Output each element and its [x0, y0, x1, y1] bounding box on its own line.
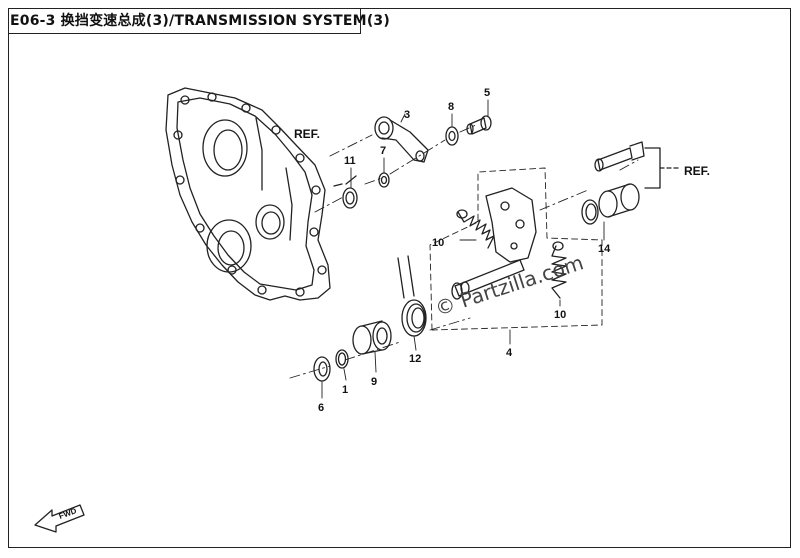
callout-part-7: 7	[380, 145, 386, 157]
callout-part-1: 1	[342, 384, 348, 396]
callout-part-5: 5	[484, 87, 490, 99]
callout-leaders	[321, 99, 605, 399]
callout-part-9: 9	[371, 376, 377, 388]
title-divider	[360, 8, 361, 34]
callout-part-10a: 10	[432, 237, 444, 249]
callout-part-6: 6	[318, 402, 324, 414]
ref-label-left: REF.	[294, 127, 320, 141]
ref-bracket	[644, 147, 661, 189]
washer-part-8	[445, 126, 459, 146]
washer-part-7	[378, 172, 390, 188]
shift-arm-part-3	[374, 116, 429, 163]
transmission-cover-housing	[165, 87, 331, 301]
assembly-axis-lines	[289, 123, 639, 379]
washer-part-6	[313, 356, 331, 382]
callout-part-4: 4	[506, 347, 513, 359]
callout-part-14: 14	[598, 243, 611, 255]
callout-part-8: 8	[448, 101, 454, 113]
torsion-spring-part-12	[397, 255, 427, 337]
return-spring-part-10b	[551, 241, 567, 299]
return-spring-part-10a	[456, 209, 495, 249]
callout-part-12: 12	[409, 353, 421, 365]
shift-shaft-part-4	[429, 167, 603, 331]
bushing-part-9	[352, 320, 392, 355]
ref-label-right: REF.	[684, 164, 710, 178]
circlip-part-1	[335, 349, 349, 369]
ref-shaft-right	[594, 141, 645, 172]
callout-part-11: 11	[344, 155, 356, 167]
front-direction-arrow	[34, 504, 85, 533]
diagram-title: E06-3 换挡变速总成(3)/TRANSMISSION SYSTEM(3)	[10, 13, 390, 29]
callout-part-3: 3	[404, 109, 410, 121]
callout-part-10b: 10	[554, 309, 566, 321]
bolt-part-5	[466, 115, 492, 135]
spring-part-11	[333, 175, 358, 209]
drawing-frame	[8, 8, 791, 548]
needle-bearing-part-14	[581, 183, 640, 225]
title-underline	[8, 33, 360, 34]
